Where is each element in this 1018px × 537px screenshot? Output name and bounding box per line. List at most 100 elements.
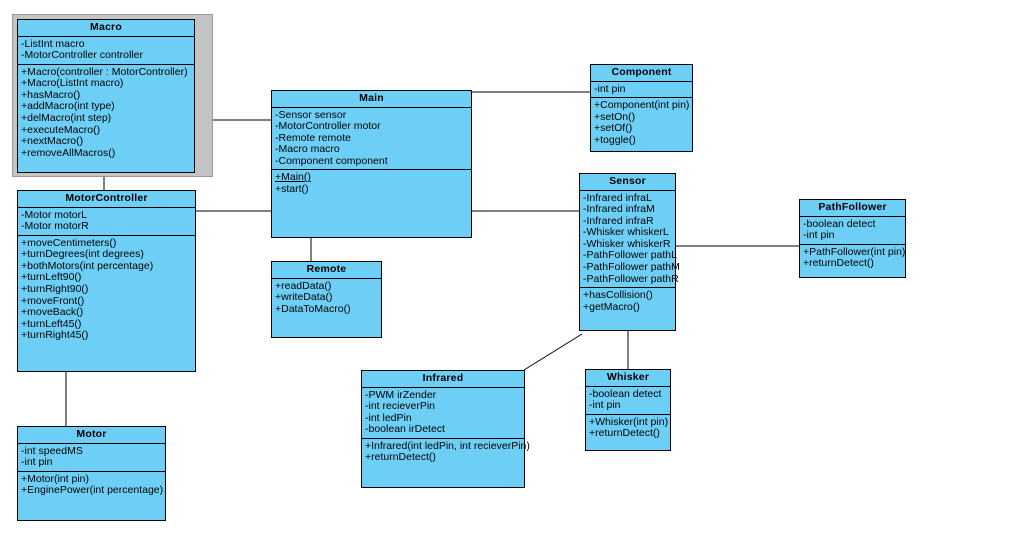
method: +returnDetect(): [803, 257, 874, 270]
class-methods-motor: +Motor(int pin) +EnginePower(int percent…: [18, 470, 165, 520]
class-box-remote[interactable]: Remote +readData() +writeData() +DataToM…: [271, 261, 382, 338]
class-attributes-motor: -int speedMS -int pin: [18, 444, 165, 471]
class-methods-motorcontroller: +moveCentimeters() +turnDegrees(int degr…: [18, 234, 195, 371]
method: +Motor(int pin): [21, 472, 89, 485]
method: +returnDetect(): [365, 451, 436, 464]
method: +EnginePower(int percentage): [21, 484, 164, 497]
class-box-whisker[interactable]: Whisker -boolean detect -int pin +Whiske…: [585, 369, 671, 451]
class-box-main[interactable]: Main -Sensor sensor -MotorController mot…: [271, 90, 472, 238]
attribute: -PathFollower pathL: [583, 249, 677, 262]
method: +executeMacro(): [21, 123, 101, 136]
method: +Macro(controller : MotorController): [21, 65, 188, 78]
attribute: -int pin: [594, 82, 626, 95]
attribute: -ListInt macro: [21, 37, 85, 50]
class-methods-main: +Main() +start(): [272, 169, 471, 237]
attribute: -Infrared infraR: [583, 214, 654, 227]
class-title-remote: Remote: [272, 262, 381, 279]
attribute: -int pin: [589, 399, 621, 412]
method: +hasMacro(): [21, 88, 81, 101]
method: +turnRight45(): [21, 329, 89, 342]
attribute: -Infrared infraM: [583, 203, 655, 216]
attribute: -int speedMS: [21, 444, 83, 457]
attribute: -PathFollower pathR: [583, 272, 679, 285]
class-methods-component: +Component(int pin) +setOn() +setOf() +t…: [591, 97, 692, 151]
class-attributes-whisker: -boolean detect -int pin: [586, 387, 670, 414]
class-title-main: Main: [272, 91, 471, 108]
method: +Macro(ListInt macro): [21, 77, 124, 90]
class-attributes-component: -int pin: [591, 82, 692, 98]
method: +toggle(): [594, 133, 636, 146]
class-title-infrared: Infrared: [362, 371, 524, 388]
method: +moveFront(): [21, 294, 85, 307]
attribute: -PathFollower pathM: [583, 261, 680, 274]
attribute: -Macro macro: [275, 143, 340, 156]
link-sensor-infrared: [523, 333, 583, 371]
method: +returnDetect(): [589, 427, 660, 440]
method: +delMacro(int step): [21, 112, 112, 125]
class-attributes-sensor: -Infrared infraL -Infrared infraM -Infra…: [580, 191, 680, 288]
class-title-motorcontroller: MotorController: [18, 191, 195, 208]
class-attributes-main: -Sensor sensor -MotorController motor -R…: [272, 108, 471, 170]
method: +moveBack(): [21, 306, 84, 319]
method: +moveCentimeters(): [21, 236, 117, 249]
attribute: -int recieverPin: [365, 400, 436, 413]
class-attributes-motorcontroller: -Motor motorL -Motor motorR: [18, 208, 195, 235]
attribute: -MotorController motor: [275, 120, 381, 133]
method: +DataToMacro(): [275, 302, 351, 315]
method: +turnDegrees(int degrees): [21, 248, 144, 261]
attribute: -Infrared infraL: [583, 191, 652, 204]
method: +nextMacro(): [21, 135, 84, 148]
class-methods-sensor: +hasCollision() +getMacro(): [580, 287, 675, 330]
class-methods-infrared: +Infrared(int ledPin, int recieverPin) +…: [362, 437, 530, 487]
method: +turnLeft45(): [21, 317, 82, 330]
method: +turnRight90(): [21, 283, 89, 296]
class-box-motor[interactable]: Motor -int speedMS -int pin +Motor(int p…: [17, 426, 166, 521]
method: +getMacro(): [583, 300, 640, 313]
attribute: -PWM irZender: [365, 388, 437, 401]
class-methods-macro: +Macro(controller : MotorController) +Ma…: [18, 63, 194, 172]
method: +turnLeft90(): [21, 271, 82, 284]
class-title-component: Component: [591, 65, 692, 82]
method-static: +Main(): [275, 171, 311, 184]
attribute: -boolean irDetect: [365, 423, 445, 436]
attribute: -int pin: [21, 456, 53, 469]
class-title-whisker: Whisker: [586, 370, 670, 387]
class-box-motorcontroller[interactable]: MotorController -Motor motorL -Motor mot…: [17, 190, 196, 372]
attribute: -MotorController controller: [21, 49, 143, 62]
class-box-macro[interactable]: Macro -ListInt macro -MotorController co…: [17, 19, 195, 173]
attribute: -Motor motorL: [21, 208, 87, 221]
method: +Component(int pin): [594, 99, 690, 112]
attribute: -int ledPin: [365, 411, 412, 424]
attribute: -Whisker whiskerR: [583, 237, 671, 250]
class-methods-remote: +readData() +writeData() +DataToMacro(): [272, 279, 381, 338]
method: +bothMotors(int percentage): [21, 259, 154, 272]
attribute: -Component component: [275, 154, 388, 167]
method: +setOn(): [594, 110, 636, 123]
class-attributes-pathfollower: -boolean detect -int pin: [800, 217, 905, 244]
class-box-pathfollower[interactable]: PathFollower -boolean detect -int pin +P…: [799, 199, 906, 278]
class-attributes-macro: -ListInt macro -MotorController controll…: [18, 37, 194, 64]
class-attributes-infrared: -PWM irZender -int recieverPin -int ledP…: [362, 388, 524, 438]
class-title-sensor: Sensor: [580, 174, 675, 191]
method: +readData(): [275, 279, 332, 292]
method: +addMacro(int type): [21, 100, 115, 113]
class-box-infrared[interactable]: Infrared -PWM irZender -int recieverPin …: [361, 370, 530, 488]
class-box-component[interactable]: Component -int pin +Component(int pin) +…: [590, 64, 693, 152]
attribute: -Remote remote: [275, 131, 351, 144]
method: +writeData(): [275, 291, 333, 304]
class-title-pathfollower: PathFollower: [800, 200, 905, 217]
method: +Whisker(int pin): [589, 415, 669, 428]
class-methods-whisker: +Whisker(int pin) +returnDetect(): [586, 413, 670, 450]
attribute: -Whisker whiskerL: [583, 226, 669, 239]
method: +hasCollision(): [583, 289, 653, 302]
attribute: -boolean detect: [589, 387, 662, 400]
method: +start(): [275, 183, 309, 196]
class-title-macro: Macro: [18, 20, 194, 37]
class-box-sensor[interactable]: Sensor -Infrared infraL -Infrared infraM…: [579, 173, 680, 331]
class-title-motor: Motor: [18, 427, 165, 444]
attribute: -boolean detect: [803, 217, 876, 230]
attribute: -int pin: [803, 229, 835, 242]
method: +removeAllMacros(): [21, 146, 116, 159]
attribute: -Sensor sensor: [275, 108, 347, 121]
